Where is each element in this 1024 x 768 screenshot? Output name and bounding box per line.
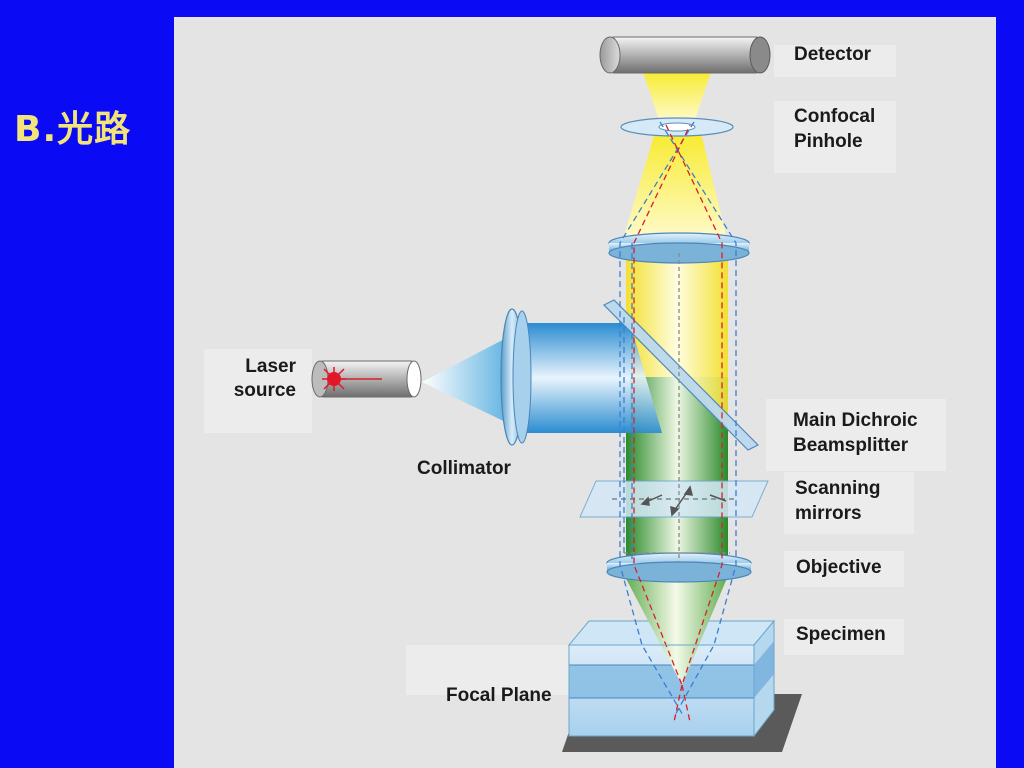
- scanning-mirrors: [579, 480, 769, 518]
- tube-lens: [608, 232, 750, 264]
- main-dichroic-label-line2: Beamsplitter: [793, 435, 909, 456]
- focal-plane-slab: [569, 665, 754, 698]
- main-dichroic-beamsplitter: [602, 299, 760, 451]
- emission-cone-lower: [622, 129, 728, 243]
- slide-title: B.光路: [14, 109, 132, 150]
- laser-source-label-line1: Laser: [245, 356, 296, 377]
- collimated-laser-beam: [514, 323, 630, 433]
- confocal-light-path-diagram: [204, 36, 946, 752]
- laser-source-label-line2: source: [233, 380, 296, 401]
- detector-label: Detector: [794, 44, 872, 65]
- laser-source: [311, 360, 422, 398]
- focal-plane-label: Focal Plane: [446, 685, 552, 706]
- collimator-lens: [500, 308, 532, 446]
- confocal-pinhole-label-line2: Pinhole: [794, 131, 863, 152]
- detector: [599, 36, 771, 74]
- label-backings: [204, 45, 946, 695]
- focused-beam-cone: [622, 571, 730, 685]
- specimen-box: [567, 619, 776, 738]
- laser-diverging-cone: [422, 335, 512, 425]
- confocal-diagram-panel: Detector Confocal Pinhole Laser source C…: [174, 17, 996, 768]
- emission-cone-upper: [642, 69, 712, 123]
- specimen-front-edge: [568, 644, 755, 737]
- specimen-label: Specimen: [796, 624, 886, 645]
- scanning-mirrors-label-line1: Scanning: [795, 478, 881, 499]
- main-dichroic-label-line1: Main Dichroic: [793, 410, 918, 431]
- objective-label: Objective: [796, 557, 882, 578]
- scanning-mirrors-label-line2: mirrors: [795, 503, 862, 524]
- ray-traces: [619, 121, 737, 723]
- confocal-pinhole: [620, 117, 734, 137]
- confocal-pinhole-label-line1: Confocal: [794, 106, 876, 127]
- collimator-label: Collimator: [417, 458, 511, 479]
